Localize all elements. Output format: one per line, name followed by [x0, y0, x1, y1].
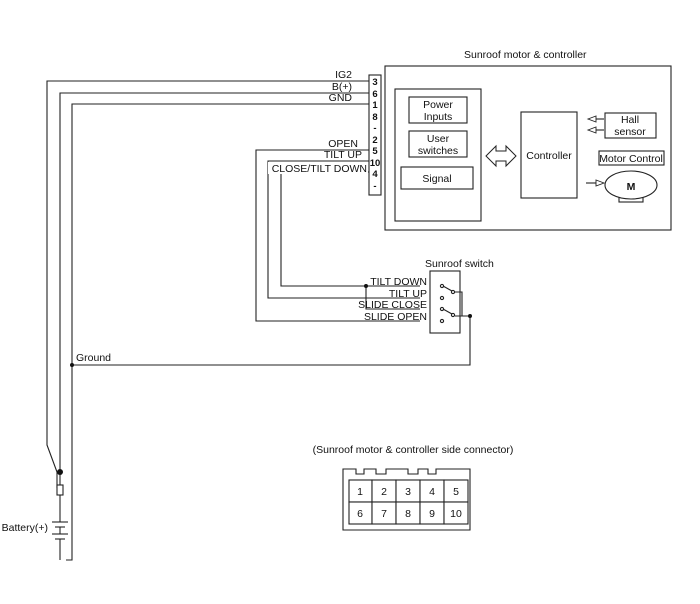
external-wiring: IG2 B(+) GND OPEN TILT UP CLOSE/TILT DOW…	[2, 69, 472, 561]
switch-position-label: SLIDE CLOSE	[358, 299, 427, 311]
wire-battery-positive	[59, 92, 369, 472]
controller-label: Controller	[526, 150, 572, 162]
connector-cell-label: 3	[405, 486, 411, 498]
wire-ig2	[46, 80, 369, 488]
switch-contact-icon	[439, 318, 445, 324]
switch-contact-icon	[450, 312, 456, 318]
wire-label-close-tilt-down: CLOSE/TILT DOWN	[272, 163, 367, 175]
wire-label-ig2: IG2	[335, 69, 352, 81]
sunroof-switch-title: Sunroof switch	[425, 258, 494, 270]
hall-arrow-icon	[586, 115, 597, 123]
connector-cell-label: 2	[381, 486, 387, 498]
pin-label: -	[373, 181, 376, 192]
connector-cell-label: 10	[450, 508, 462, 520]
motor-controller-unit: Sunroof motor & controller 3 6 1 8 - 2 5…	[368, 49, 672, 231]
pin-label: 6	[372, 89, 377, 100]
pin-label: 3	[372, 77, 377, 88]
hall-sensor-label: sensor	[614, 126, 646, 138]
connector-title: (Sunroof motor & controller side connect…	[313, 444, 514, 456]
switch-contact-icon	[439, 295, 445, 301]
switch-position-label: TILT DOWN	[370, 276, 427, 288]
pin-label: 1	[372, 100, 378, 111]
pin-label: 4	[372, 169, 378, 180]
switch-position-label: SLIDE OPEN	[364, 311, 427, 323]
switch-lever-icon	[442, 285, 453, 292]
connector-cell-label: 1	[357, 486, 363, 498]
wire-label-tilt-up: TILT UP	[324, 149, 362, 161]
hall-arrow-icon-2	[586, 126, 597, 134]
sunroof-switch: Sunroof switch TILT DOWN TILT UP SLIDE C…	[358, 258, 494, 334]
user-switches-label: switches	[418, 145, 458, 157]
connector-cell-label: 4	[429, 486, 435, 498]
motor-icon	[604, 170, 658, 200]
connector-cell	[443, 501, 469, 525]
connector-cell-label: 5	[453, 486, 459, 498]
hall-sensor-label: Hall	[621, 114, 639, 126]
motor-control-box	[598, 150, 665, 166]
battery-label: Battery(+)	[2, 522, 48, 534]
fuse-icon	[56, 484, 64, 496]
pin-label: -	[373, 123, 376, 134]
connector-cell-label: 8	[405, 508, 411, 520]
sunroof-switch-box	[429, 270, 461, 334]
wire-slide-close	[365, 286, 420, 310]
connector-face-view: (Sunroof motor & controller side connect…	[313, 444, 514, 531]
connector-pin-strip	[368, 74, 382, 196]
switch-lever-icon	[442, 308, 453, 315]
wire-label-gnd: GND	[329, 92, 353, 104]
switch-common-link	[455, 291, 463, 317]
connector-pins: 3 6 1 8 - 2 5 10 4 -	[370, 77, 381, 192]
ground-label: Ground	[76, 352, 111, 364]
wire-label-b-plus: B(+)	[332, 81, 352, 93]
pin-label: 8	[372, 112, 377, 123]
hall-sensor-box	[604, 112, 657, 139]
connector-cell-label: 7	[381, 508, 387, 520]
power-inputs-box	[408, 96, 468, 124]
power-inputs-label: Inputs	[424, 111, 453, 123]
junction-dot-close	[364, 284, 368, 288]
bidirectional-arrow-icon	[485, 144, 517, 168]
wire-gnd	[66, 103, 369, 561]
wire-ground	[72, 315, 471, 366]
power-inputs-label: Power	[423, 99, 453, 111]
signal-label: Signal	[422, 173, 451, 185]
junction-dot	[57, 469, 63, 475]
motor-controller-title: Sunroof motor & controller	[464, 49, 587, 61]
pin-label: 5	[372, 146, 378, 157]
switch-contact-icon	[450, 289, 456, 295]
wire-tilt-up	[267, 160, 420, 299]
motor-control-label: Motor Control	[599, 153, 663, 165]
wire-label-backing	[268, 162, 368, 174]
connector-cell-label: 9	[429, 508, 435, 520]
wire-label-open: OPEN	[328, 138, 358, 150]
signal-box	[400, 166, 474, 190]
junction-dot-switch-common	[468, 314, 472, 318]
pin-label: 2	[372, 135, 377, 146]
user-switches-box	[408, 130, 468, 158]
pin-label: 10	[370, 158, 381, 169]
connector-cell-label: 6	[357, 508, 363, 520]
switch-position-label: TILT UP	[389, 288, 427, 300]
user-switches-label: User	[427, 133, 450, 145]
junction-dot-ground	[70, 363, 74, 367]
wire-open	[255, 149, 420, 322]
motor-label: M	[627, 181, 636, 193]
motor-arrow-icon	[595, 179, 606, 187]
controller-box	[520, 111, 578, 199]
